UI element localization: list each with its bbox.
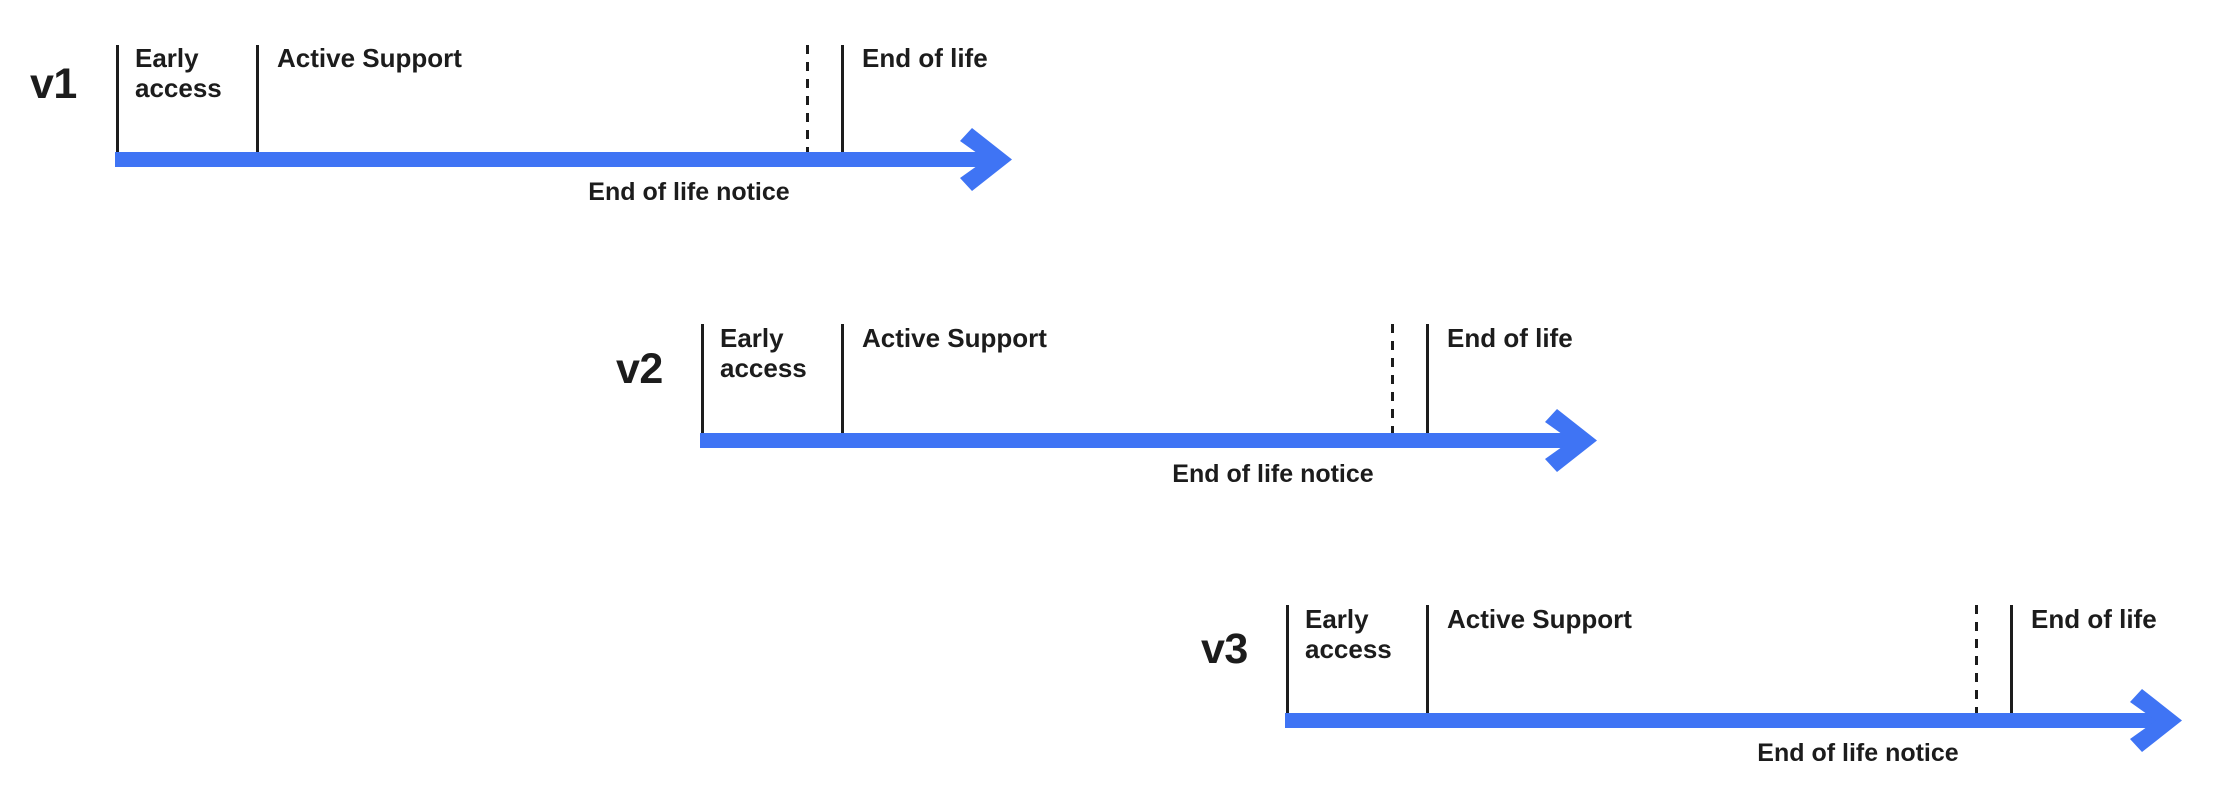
phase-divider-end-of-life-start-v1 bbox=[841, 45, 844, 153]
phase-divider-early-access-start-v3 bbox=[1286, 605, 1289, 715]
timeline-arrow-head-v1 bbox=[960, 128, 1012, 191]
phase-label-active-support-v3: Active Support bbox=[1447, 604, 1632, 634]
timeline-bar-v2 bbox=[700, 433, 1575, 448]
phase-label-end-of-life-v1: End of life bbox=[862, 43, 988, 73]
version-label-v3: v3 bbox=[1201, 625, 1248, 673]
phase-label-early-access-v2: Early access bbox=[720, 323, 807, 384]
phase-divider-eol-notice-v3 bbox=[1975, 605, 1978, 715]
timeline-bar-v3 bbox=[1285, 713, 2160, 728]
phase-label-early-access-v3: Early access bbox=[1305, 604, 1392, 665]
phase-divider-end-of-life-start-v3 bbox=[2010, 605, 2013, 715]
phase-label-early-access-v1: Early access bbox=[135, 43, 222, 104]
phase-label-end-of-life-v2: End of life bbox=[1447, 323, 1573, 353]
end-of-life-notice-label-v3: End of life notice bbox=[1757, 739, 1959, 767]
timeline-bar-v1 bbox=[115, 152, 990, 167]
phase-label-active-support-v1: Active Support bbox=[277, 43, 462, 73]
version-label-v2: v2 bbox=[616, 345, 663, 393]
phase-label-active-support-v2: Active Support bbox=[862, 323, 1047, 353]
phase-divider-early-access-start-v2 bbox=[701, 324, 704, 436]
version-label-v1: v1 bbox=[30, 60, 77, 108]
phase-divider-active-support-start-v1 bbox=[256, 45, 259, 153]
end-of-life-notice-label-v2: End of life notice bbox=[1172, 460, 1374, 488]
end-of-life-notice-label-v1: End of life notice bbox=[588, 178, 790, 206]
phase-label-end-of-life-v3: End of life bbox=[2031, 604, 2157, 634]
phase-divider-eol-notice-v2 bbox=[1391, 324, 1394, 436]
phase-divider-early-access-start-v1 bbox=[116, 45, 119, 153]
phase-divider-active-support-start-v3 bbox=[1426, 605, 1429, 715]
phase-divider-end-of-life-start-v2 bbox=[1426, 324, 1429, 436]
phase-divider-eol-notice-v1 bbox=[806, 45, 809, 153]
phase-divider-active-support-start-v2 bbox=[841, 324, 844, 436]
timeline-arrow-head-v3 bbox=[2130, 689, 2182, 752]
timeline-arrow-head-v2 bbox=[1545, 409, 1597, 472]
